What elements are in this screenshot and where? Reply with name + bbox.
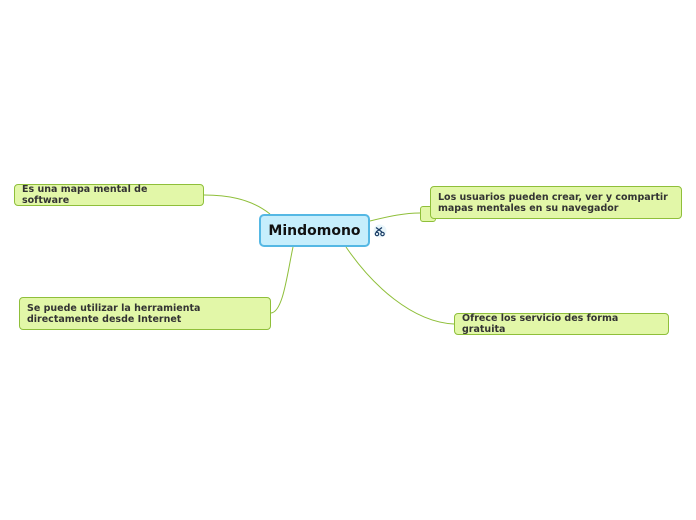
topic-navegador[interactable]: Los usuarios pueden crear, ver y compart… bbox=[430, 186, 682, 219]
connector-line bbox=[369, 212, 421, 222]
scissors-icon[interactable] bbox=[373, 224, 387, 238]
topic-gratuita[interactable]: Ofrece los servicio des forma gratuita bbox=[454, 313, 669, 335]
topic-internet[interactable]: Se puede utilizar la herramienta directa… bbox=[19, 297, 271, 330]
central-topic[interactable]: Mindomono bbox=[259, 214, 370, 247]
connector-line bbox=[270, 246, 294, 314]
connector-line bbox=[203, 194, 271, 215]
topic-software[interactable]: Es una mapa mental de software bbox=[14, 184, 204, 206]
connector-line bbox=[345, 246, 455, 325]
